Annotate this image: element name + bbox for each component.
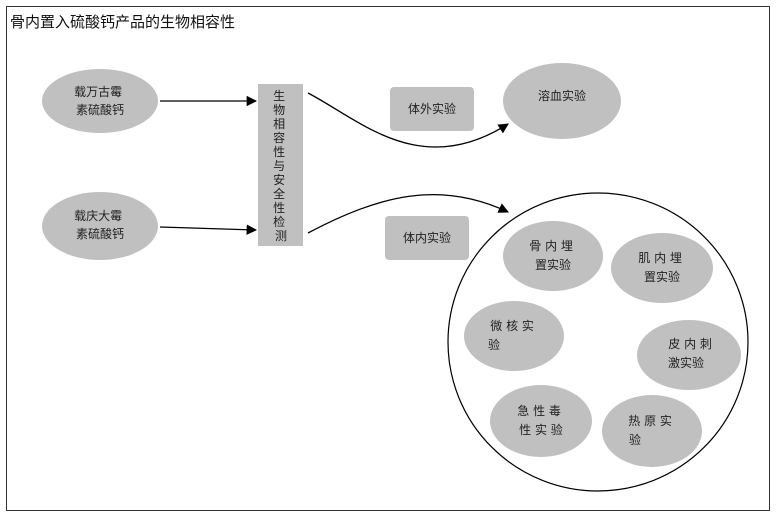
center-test-box: 生 物 相 容 性 与 安 全 性 检 测 — [258, 84, 303, 246]
invivo-test-2-text: 肌 内 埋 置实验 — [638, 251, 685, 284]
branch-invitro: 体外实验 — [390, 87, 474, 131]
arrow-center-to-invitro — [307, 92, 509, 148]
source-node-2: 载庆大霉 素硫酸钙 — [42, 192, 158, 260]
branch-invivo: 体内实验 — [385, 216, 469, 260]
invivo-test-3: 微 核 实 验 — [464, 301, 564, 371]
center-test-box-text: 生 物 相 容 性 与 安 全 性 检 测 — [273, 89, 289, 243]
invivo-test-6: 热 原 实 验 — [602, 395, 702, 467]
invivo-test-1: 骨 内 埋 置实验 — [503, 221, 603, 291]
diagram-frame — [6, 6, 770, 511]
invivo-test-5: 急 性 毒 性 实 验 — [490, 385, 592, 457]
invivo-test-3-text: 微 核 实 验 — [488, 318, 538, 352]
invivo-test-4-text: 皮 内 刺 激实验 — [668, 337, 716, 370]
arrow-src2-to-center — [159, 224, 258, 235]
source-node-1: 载万古霉 素硫酸钙 — [42, 69, 158, 133]
branch-invitro-label: 体外实验 — [408, 101, 456, 116]
invivo-test-6-text: 热 原 实 验 — [628, 413, 675, 447]
arrow-center-to-invivo — [307, 193, 509, 234]
invivo-test-5-text: 急 性 毒 性 实 验 — [517, 403, 564, 437]
invivo-test-2: 肌 内 埋 置实验 — [611, 233, 713, 303]
diagram-title: 骨内置入硫酸钙产品的生物相容性 — [10, 13, 236, 31]
invitro-result-label: 溶血实验 — [538, 88, 586, 103]
branch-invivo-label: 体内实验 — [403, 230, 451, 245]
source-node-1-text: 载万古霉 素硫酸钙 — [74, 84, 126, 117]
invitro-result-node: 溶血实验 — [503, 63, 621, 139]
source-node-2-text: 载庆大霉 素硫酸钙 — [74, 209, 126, 241]
invivo-test-4: 皮 内 刺 激实验 — [637, 320, 741, 390]
invivo-test-1-text: 骨 内 埋 置实验 — [529, 239, 576, 272]
